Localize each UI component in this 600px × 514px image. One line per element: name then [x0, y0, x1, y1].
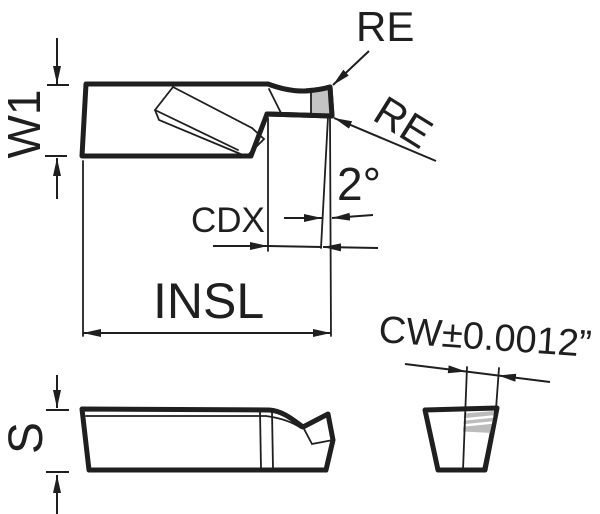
side-view-outline	[79, 406, 336, 473]
cw-span-line	[465, 370, 499, 377]
top-view-outline	[79, 81, 335, 159]
insl-dimension: INSL	[82, 160, 331, 337]
insl-label: INSL	[153, 273, 264, 329]
side-tip-facet	[302, 426, 334, 446]
cw-arrow-left	[404, 363, 467, 374]
angle-arrow-right	[331, 212, 374, 221]
cdx-label: CDX	[191, 201, 265, 240]
top-view	[79, 81, 335, 159]
cw-arrow-right	[497, 373, 551, 383]
cdx-arrow-right	[322, 243, 379, 252]
chip-former	[153, 86, 266, 157]
angle-label: 2°	[337, 158, 381, 210]
side-view	[79, 406, 336, 473]
re-top-callout: RE	[332, 3, 414, 86]
cross-section-view	[422, 366, 500, 473]
side-groove-edge-1	[259, 410, 262, 470]
w1-dimension: W1	[0, 38, 69, 199]
re-top-label: RE	[356, 3, 414, 50]
stripe-gap-1	[463, 415, 494, 421]
tip-land-edge	[268, 88, 282, 114]
cw-ext-right-upper	[495, 367, 500, 410]
s-label: S	[0, 422, 53, 454]
w1-label: W1	[0, 90, 50, 159]
front-angle-dimension: 2°	[284, 116, 381, 337]
angle-ref-line	[320, 116, 329, 249]
cdx-span-line	[267, 245, 323, 248]
front-edge-extension	[329, 116, 332, 337]
cw-dimension: CW±0.0012”	[377, 309, 593, 383]
re-top-leader	[332, 50, 370, 86]
cw-ext-left	[462, 366, 468, 471]
cw-edge-right-inner	[482, 408, 497, 471]
side-top-face-line	[85, 415, 302, 429]
nose-tip-face	[310, 87, 332, 115]
side-groove-edge-2	[271, 410, 274, 470]
re-front-label: RE	[366, 87, 440, 158]
nose-outline-overlay	[264, 84, 335, 119]
re-front-leader	[333, 117, 437, 162]
re-front-callout: RE	[333, 87, 441, 162]
s-dimension: S	[0, 375, 69, 514]
stripe-gap-2	[463, 421, 493, 427]
cw-label: CW±0.0012”	[377, 309, 592, 366]
cdx-dimension: CDX	[191, 117, 379, 252]
